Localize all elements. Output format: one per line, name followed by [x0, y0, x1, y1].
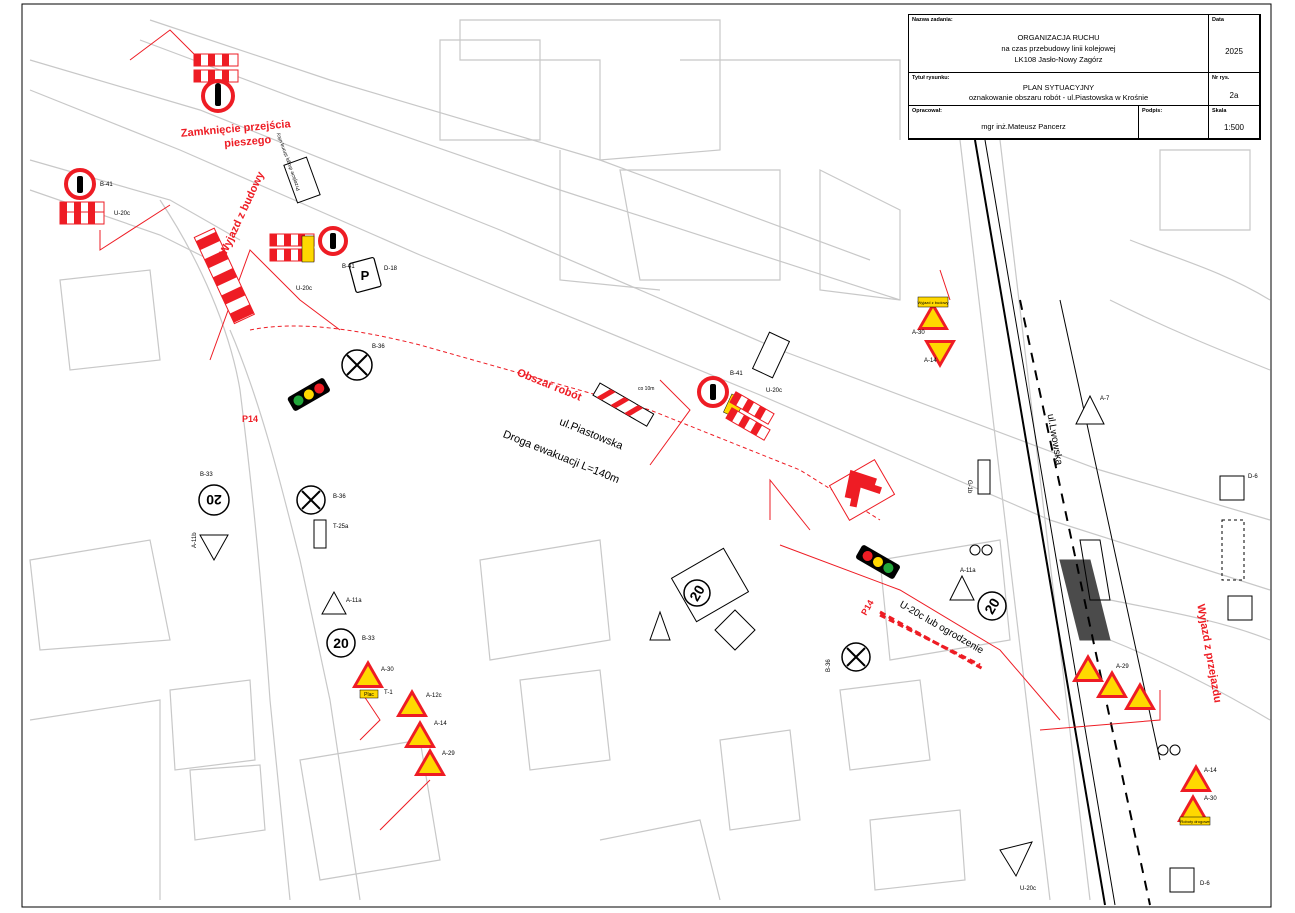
task-line-2: na czas przebudowy linii kolejowej: [1001, 44, 1116, 53]
drawing-cell: Tytuł rysunku: PLAN SYTUACYJNY oznakowan…: [909, 73, 1209, 106]
drawing-line-1: PLAN SYTUACYJNY: [1022, 83, 1095, 92]
sign-code-b36-top: B-36: [372, 344, 385, 350]
parking-letter: P: [361, 268, 370, 283]
speed-limit-left-value: 20: [206, 492, 222, 508]
task-line-1: ORGANIZACJA RUCHU: [1017, 33, 1100, 42]
author-cell: Opracował: mgr inż.Mateusz Pancerz: [909, 106, 1139, 139]
date-label: Data: [1212, 17, 1224, 23]
u21-barrier: [592, 382, 655, 427]
street-name-piastowska: ul.Piastowska: [558, 416, 626, 453]
pedestrian-closed-middle: [697, 331, 791, 441]
no-stopping-sign-top: [341, 349, 373, 381]
speed-limit-right-value: 20: [981, 595, 1003, 617]
sign-code-b36-center: B-36: [826, 659, 832, 672]
traffic-light-right: [856, 545, 900, 579]
sign-code-a14-left: A-14: [434, 721, 447, 727]
rail-crossing-warnings: [1072, 654, 1212, 826]
pedestrian-closed-left: [59, 168, 105, 225]
p14-label-right: P14: [859, 598, 876, 617]
sign-code-a11a-right: A-11a: [960, 568, 976, 574]
sign-code-u20c-right: U-20c: [1020, 886, 1036, 892]
site-exit-label: Wyjazd z budowy: [218, 169, 268, 257]
date-cell: Data 2025: [1209, 15, 1260, 73]
sign-code-b33-left: B-33: [200, 472, 213, 478]
sign-code-d6-right: D-6: [1248, 474, 1258, 480]
sign-code-a30-top-right: A-30: [912, 330, 925, 336]
base-map: [29, 19, 1271, 901]
street-name-lwowska: ul.Lwowska: [1045, 413, 1065, 466]
sign-code-t1-left: T-1: [384, 690, 393, 696]
rt-note-text: Roboty drogowe: [1180, 819, 1210, 824]
left-warning-stack: [321, 590, 446, 776]
p14-label-left: P14: [242, 414, 258, 424]
traffic-light-left: [287, 378, 330, 411]
task-label: Nazwa zadania:: [912, 17, 953, 23]
speed-limit-left: [198, 484, 230, 562]
sheet-frame: [21, 3, 1272, 908]
sign-code-a14-top-right: A-14: [924, 358, 937, 364]
speed-limit-center-value: 20: [686, 582, 708, 604]
author-value: mgr inż.Mateusz Pancerz: [981, 122, 1066, 131]
sign-code-a30-right: A-30: [1204, 796, 1217, 802]
number-cell: Nr rys. 2a: [1209, 73, 1260, 106]
sign-code-b41-left: B-41: [100, 182, 113, 188]
sign-code-b41-middle: B-41: [730, 371, 743, 377]
date-value: 2025: [1225, 47, 1243, 56]
railway-lines: [974, 139, 1161, 906]
chevron-sign: [828, 458, 896, 522]
task-line-3: LK108 Jasło-Nowy Zagórz: [1014, 55, 1103, 64]
scale-value: 1:500: [1223, 123, 1245, 132]
number-value: 2a: [1229, 91, 1239, 100]
sign-code-b41-mid: B-41: [342, 264, 355, 270]
plac-label: Plac: [364, 692, 374, 698]
author-label: Opracował:: [912, 108, 942, 114]
sign-code-a7: A-7: [1100, 396, 1110, 402]
sign-code-a14-right: A-14: [1204, 768, 1217, 774]
scale-cell: Skala 1:500: [1209, 106, 1260, 139]
speed-limit-left2-value: 20: [333, 635, 349, 651]
sign-code-u20c-middle: U-20c: [766, 388, 782, 394]
sign-code-a29-right: A-29: [1116, 664, 1129, 670]
right-crossing-group: [949, 459, 1007, 621]
sign-code-a30-left: A-30: [381, 667, 394, 673]
warning-note-text: Wyjazd z budowy: [917, 300, 948, 305]
closed-crossing-top: [193, 53, 239, 113]
sign-code-t25a: T-25a: [333, 524, 349, 530]
top-right-warnings: [917, 296, 1105, 425]
center-sign-group: [649, 547, 871, 672]
signature-cell: Podpis:: [1139, 106, 1209, 139]
sign-code-u20c-left: U-20c: [114, 211, 130, 217]
pedestrian-detour-group: [269, 156, 382, 294]
sign-code-a12c: A-12c: [426, 693, 442, 699]
drawing-line-2: oznakowanie obszaru robót - ul.Piastowsk…: [968, 93, 1149, 102]
drawing-label: Tytuł rysunku:: [912, 75, 950, 81]
sign-code-b36-left: B-36: [333, 494, 346, 500]
title-block: Nazwa zadania: ORGANIZACJA RUCHU na czas…: [908, 14, 1261, 140]
site-exit-barrier: [193, 227, 256, 325]
co-10m-label: co 10m: [638, 386, 654, 392]
sign-code-d6-bottom: D-6: [1200, 881, 1210, 887]
no-stopping-sign-left: [296, 485, 327, 549]
far-right-signs: [999, 475, 1253, 893]
sign-code-a11b: A-11b: [192, 532, 198, 548]
scale-label: Skala: [1212, 108, 1227, 114]
work-area-label: Obszar robót: [515, 367, 583, 404]
task-cell: Nazwa zadania: ORGANIZACJA RUCHU na czas…: [909, 15, 1209, 73]
sign-code-a11a-left: A-11a: [346, 598, 362, 604]
sign-code-a29-left: A-29: [442, 751, 455, 757]
number-label: Nr rys.: [1212, 75, 1230, 81]
sign-code-u20c-mid: U-20c: [296, 286, 312, 292]
closed-crossing-label-2: pieszego: [224, 134, 272, 150]
site-exit-label-right: Wyjazd z przejazdu: [1194, 603, 1223, 704]
sign-code-b33-left2: B-33: [362, 636, 375, 642]
sign-code-g1b: G-1b: [966, 480, 972, 494]
signature-label: Podpis:: [1142, 108, 1163, 114]
sign-code-d18: D-18: [384, 266, 398, 272]
